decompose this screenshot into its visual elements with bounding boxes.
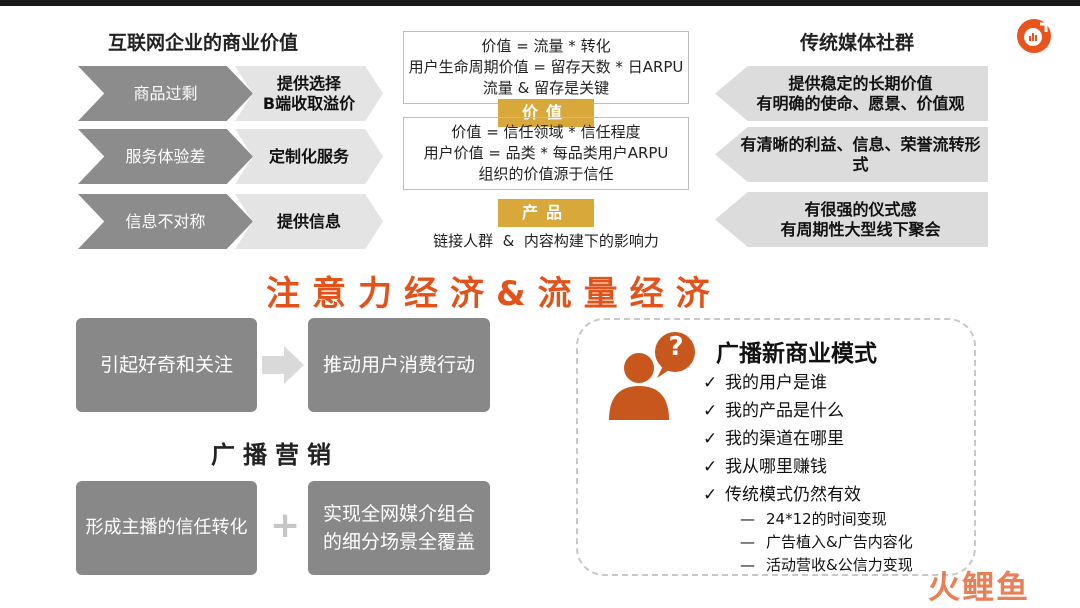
coverage-line2: 的细分场景全覆盖 [322, 531, 475, 553]
question-mark: ? [668, 332, 684, 362]
brand-logo-icon [1016, 18, 1052, 54]
media-line2: 有明确的使命、愿景、价值观 [756, 93, 965, 113]
watermark: 火鲤鱼 [928, 568, 1031, 606]
check-icon: ✓ [703, 457, 718, 477]
business-model-panel [576, 318, 976, 576]
curiosity-label: 引起好奇和关注 [99, 354, 233, 376]
media-line1: 提供稳定的长期价值 [788, 73, 933, 93]
plus-icon: + [270, 505, 301, 546]
consumption-label: 推动用户消费行动 [322, 354, 475, 376]
chevron-solution-2: 定制化服务 [235, 129, 383, 184]
media-row-3: 有很强的仪式感有周期性大型线下聚会 [715, 192, 988, 247]
value-tag: 价值 [498, 99, 594, 127]
product-tag: 产品 [498, 199, 594, 227]
model-checklist: ✓我的用户是谁 ✓我的产品是什么 ✓我的渠道在哪里 ✓我从哪里赚钱 ✓传统模式仍… [703, 368, 861, 508]
solution-line1: 提供信息 [276, 211, 341, 231]
curiosity-box: 引起好奇和关注 [76, 318, 257, 412]
broadcast-marketing-title: 广播营销 [211, 441, 339, 469]
media-line2: 有周期性大型线下聚会 [780, 219, 941, 239]
top-bar [0, 0, 1080, 6]
formula-line: 价值 = 流量 * 转化 [481, 37, 611, 55]
checklist-item: ✓我从哪里赚钱 [703, 457, 827, 477]
sublist-item: —广告植入&广告内容化 [740, 533, 913, 551]
chevron-problem-3: 信息不对称 [78, 194, 253, 249]
right-arrow-icon [262, 346, 304, 384]
formula-line: 价值 = 信任领域 * 信任程度 [451, 123, 641, 141]
model-sublist: —24*12的时间变现 —广告植入&广告内容化 —活动营收&公信力变现 [740, 508, 913, 577]
dash-icon: — [740, 556, 755, 574]
trust-conversion-label: 形成主播的信任转化 [85, 517, 248, 538]
checklist-item: ✓我的产品是什么 [703, 401, 844, 421]
chevron-problem-2: 服务体验差 [78, 129, 253, 184]
checklist-item: ✓我的用户是谁 [703, 373, 827, 393]
dash-icon: — [740, 533, 755, 551]
check-icon: ✓ [703, 373, 718, 393]
problem-label: 服务体验差 [125, 146, 206, 166]
check-icon: ✓ [703, 429, 718, 449]
problem-label: 商品过剩 [133, 83, 198, 103]
left-section-title: 互联网企业的商业价值 [108, 32, 299, 54]
solution-line1: 定制化服务 [268, 146, 349, 166]
person-question-icon [605, 330, 703, 422]
problem-label: 信息不对称 [125, 211, 206, 231]
trust-conversion-box: 形成主播的信任转化 [76, 481, 257, 575]
right-section-title: 传统媒体社群 [800, 32, 915, 54]
dash-icon: — [740, 510, 755, 528]
sublist-item: —活动营收&公信力变现 [740, 556, 913, 574]
model-title: 广播新商业模式 [716, 341, 877, 367]
check-icon: ✓ [703, 401, 718, 421]
sublist-item: —24*12的时间变现 [740, 510, 887, 528]
media-line1: 有清晰的利益、信息、荣誉流转形式 [740, 134, 981, 174]
check-icon: ✓ [703, 485, 718, 505]
formula-line: 用户生命周期价值 = 留存天数 * 日ARPU [408, 58, 684, 76]
consumption-box: 推动用户消费行动 [308, 318, 490, 412]
product-caption: 链接人群 & 内容构建下的影响力 [433, 232, 659, 250]
chevron-problem-1: 商品过剩 [78, 66, 253, 121]
value-formula-box: 价值 = 流量 * 转化 用户生命周期价值 = 留存天数 * 日ARPU 流量 … [403, 31, 689, 104]
media-row-1: 提供稳定的长期价值有明确的使命、愿景、价值观 [715, 66, 988, 121]
formula-line: 流量 & 留存是关键 [482, 79, 610, 97]
checklist-item: ✓传统模式仍然有效 [703, 485, 861, 505]
checklist-item: ✓我的渠道在哪里 [703, 429, 844, 449]
trust-formula-box: 价值 = 信任领域 * 信任程度 用户价值 = 品类 * 每品类用户ARPU 组… [403, 117, 689, 190]
solution-line1: 提供选择 [276, 73, 341, 93]
solution-line2: B端收取溢价 [262, 93, 356, 113]
media-line1: 有很强的仪式感 [804, 199, 917, 219]
coverage-line1: 实现全网媒介组合 [322, 503, 475, 525]
chevron-solution-3: 提供信息 [235, 194, 383, 249]
media-coverage-box: 实现全网媒介组合的细分场景全覆盖 [308, 481, 490, 575]
formula-line: 用户价值 = 品类 * 每品类用户ARPU [423, 144, 669, 162]
headline: 注意力经济&流量经济 [266, 274, 722, 314]
media-row-2: 有清晰的利益、信息、荣誉流转形式 [715, 127, 988, 182]
formula-line: 组织的价值源于信任 [478, 165, 614, 183]
